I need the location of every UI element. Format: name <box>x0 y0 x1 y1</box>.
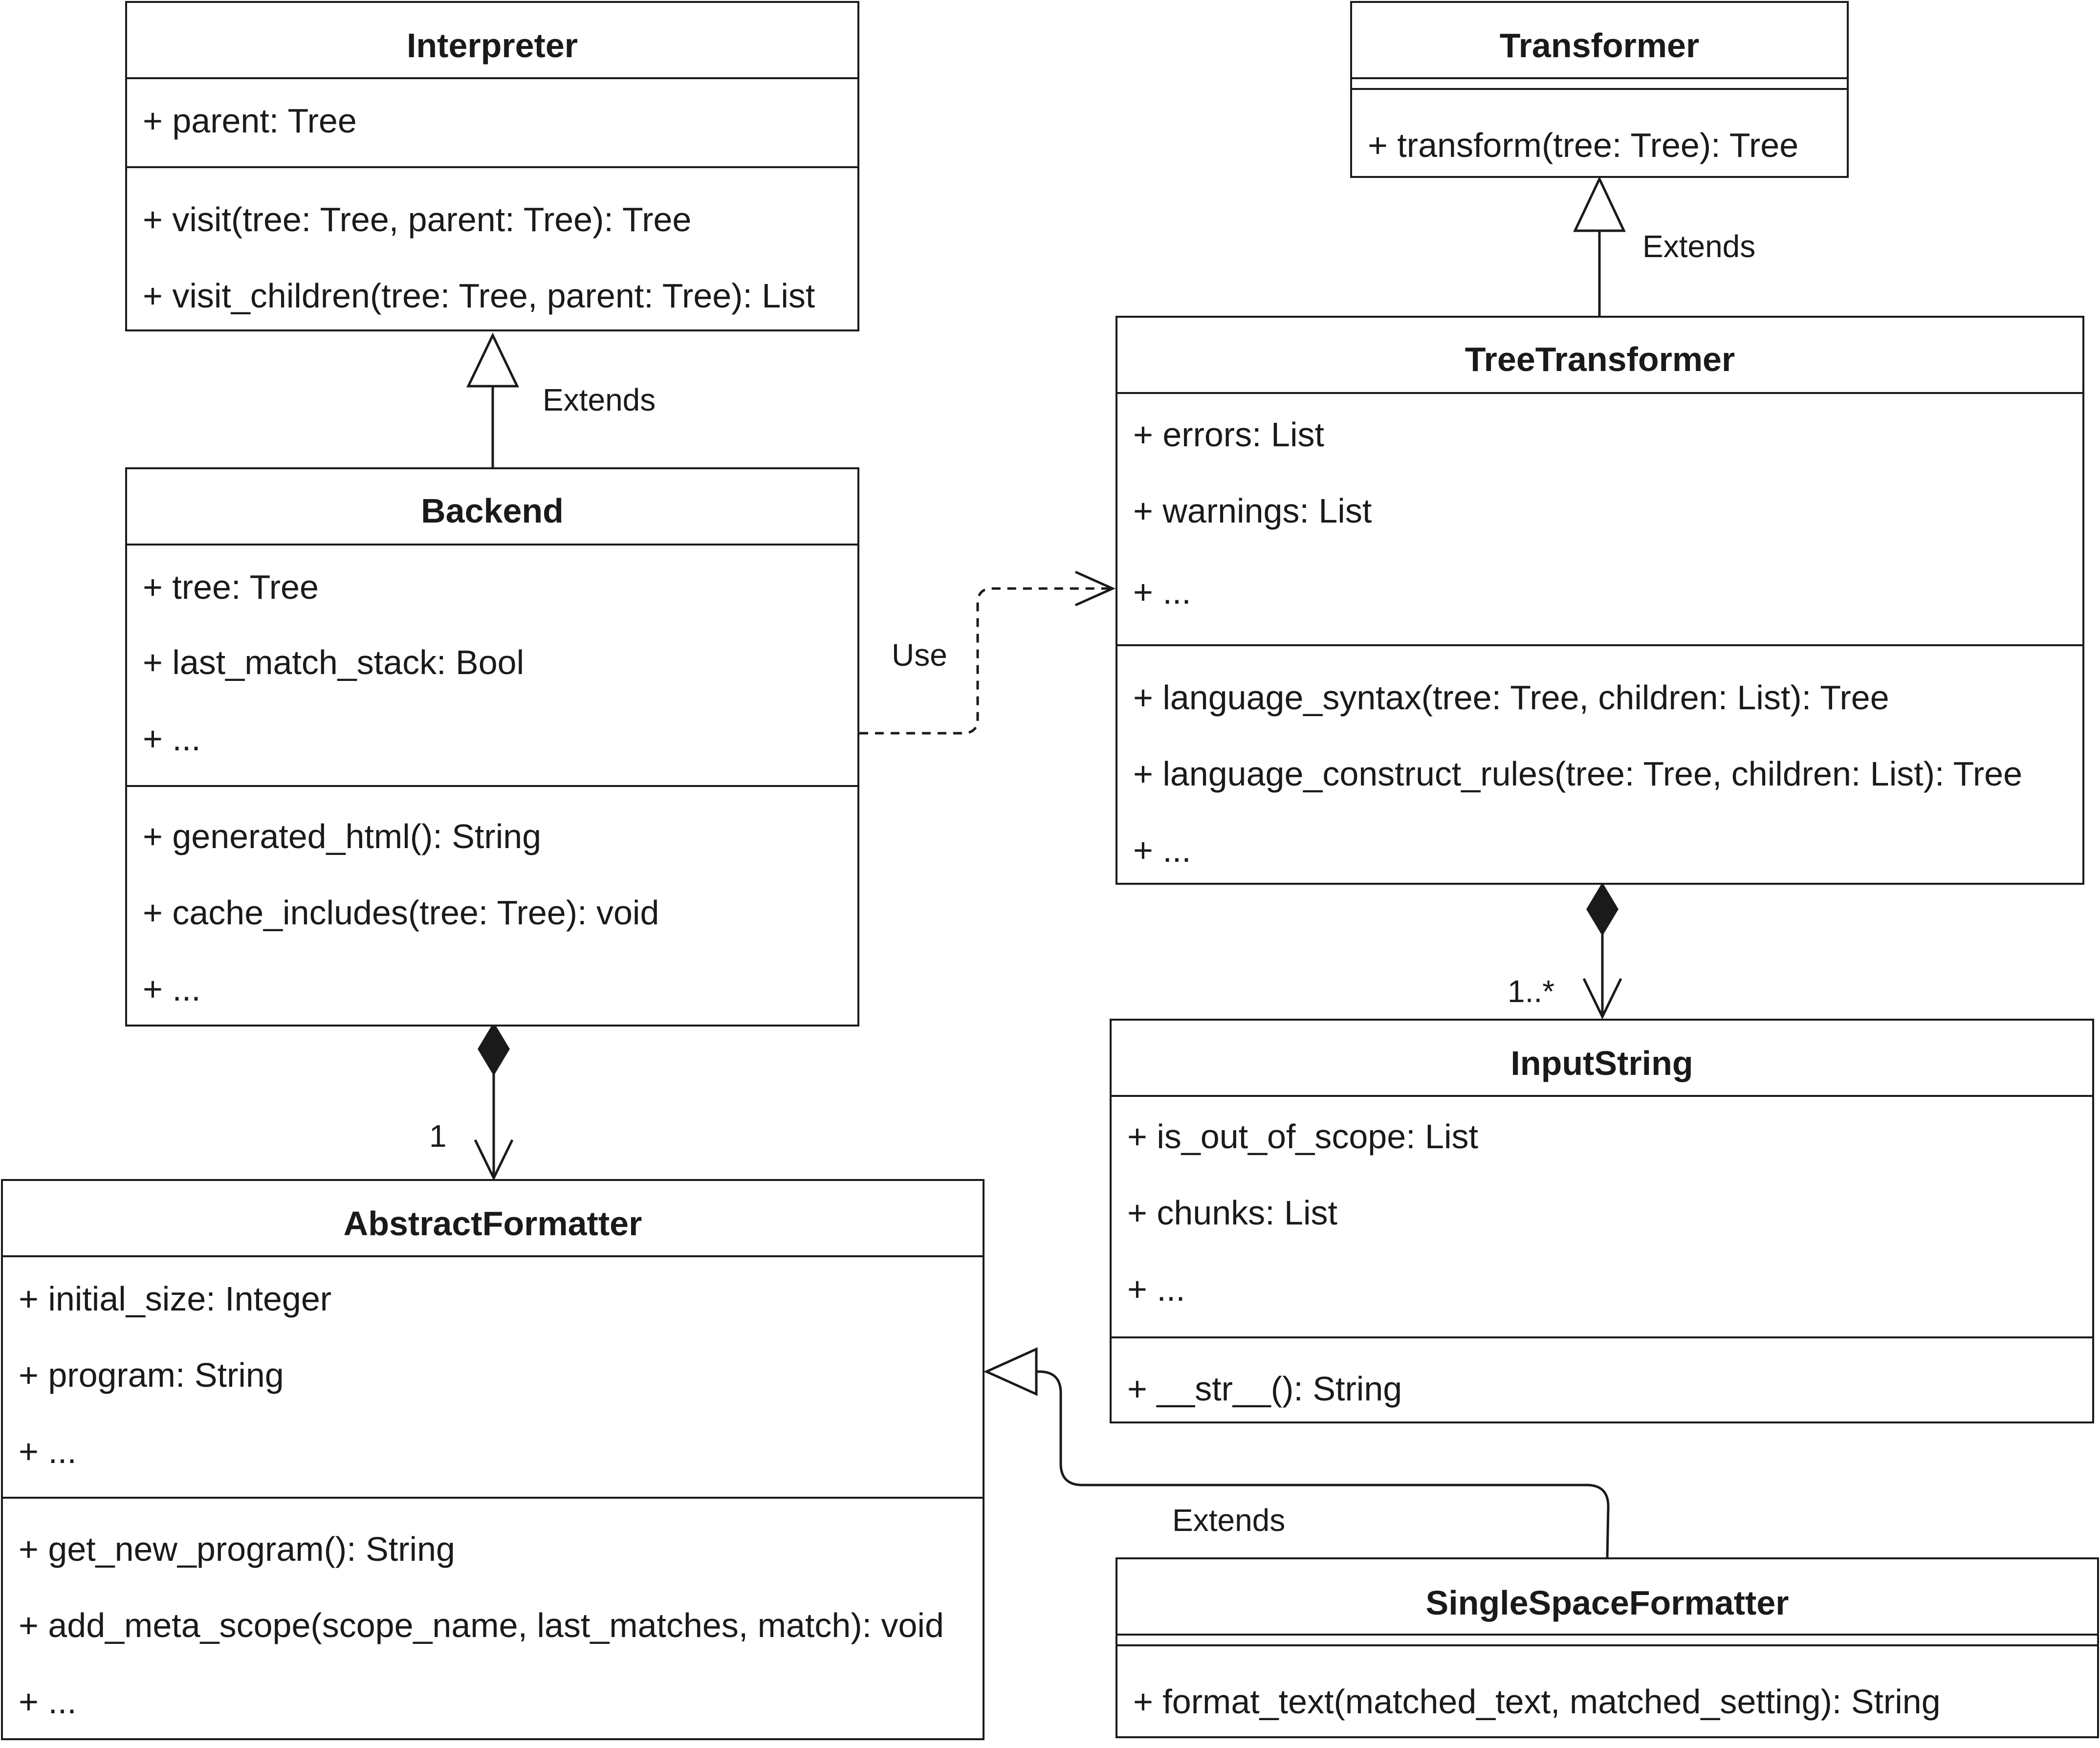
divider <box>127 785 857 787</box>
class-name: AbstractFormatter <box>343 1204 642 1243</box>
divider <box>1352 77 1847 79</box>
class-treetransformer: TreeTransformer + errors: List + warning… <box>1116 316 2084 885</box>
attribute: + ... <box>1127 1270 1185 1308</box>
divider <box>1117 1644 2097 1646</box>
composition-backend-formatter <box>474 1022 514 1181</box>
class-name: SingleSpaceFormatter <box>1425 1584 1789 1622</box>
attribute: + warnings: List <box>1133 492 1372 530</box>
divider <box>1117 644 2082 646</box>
class-singlespaceformatter: SingleSpaceFormatter + format_text(match… <box>1116 1557 2099 1738</box>
divider <box>1112 1336 2092 1338</box>
dependency-backend-treetransformer <box>859 570 1116 735</box>
method: + __str__(): String <box>1127 1370 1402 1408</box>
divider <box>1112 1095 2092 1097</box>
method: + ... <box>1133 831 1191 869</box>
method: + language_syntax(tree: Tree, children: … <box>1133 678 1889 717</box>
divider <box>1117 1634 2097 1636</box>
attribute: + ... <box>19 1432 77 1470</box>
divider <box>127 544 857 546</box>
class-interpreter: Interpreter + parent: Tree + visit(tree:… <box>125 1 859 331</box>
divider <box>3 1497 983 1499</box>
divider <box>127 166 857 168</box>
attribute: + last_match_stack: Bool <box>143 643 525 681</box>
attribute: + initial_size: Integer <box>19 1280 332 1318</box>
attribute: + chunks: List <box>1127 1194 1337 1232</box>
method: + ... <box>19 1682 77 1721</box>
class-name: Transformer <box>1499 26 1700 65</box>
attribute: + errors: List <box>1133 415 1324 454</box>
class-transformer: Transformer + transform(tree: Tree): Tre… <box>1350 1 1849 178</box>
method: + cache_includes(tree: Tree): void <box>143 894 659 932</box>
class-name: Interpreter <box>406 26 578 65</box>
divider <box>1117 392 2082 394</box>
extends-label-singlespace: Extends <box>1172 1503 1286 1538</box>
multiplicity-treetransformer-inputstring: 1..* <box>1508 974 1555 1009</box>
method: + add_meta_scope(scope_name, last_matche… <box>19 1606 944 1644</box>
generalization-singlespace-abstract <box>983 1347 1610 1558</box>
attribute: + parent: Tree <box>143 102 357 140</box>
attribute: + ... <box>1133 573 1191 611</box>
class-abstractformatter: AbstractFormatter + initial_size: Intege… <box>1 1179 984 1740</box>
method: + visit(tree: Tree, parent: Tree): Tree <box>143 200 692 239</box>
extends-label-backend: Extends <box>543 382 656 417</box>
method: + format_text(matched_text, matched_sett… <box>1133 1682 1941 1721</box>
attribute: + ... <box>143 720 201 758</box>
class-backend: Backend + tree: Tree + last_match_stack:… <box>125 467 859 1027</box>
method: + visit_children(tree: Tree, parent: Tre… <box>143 277 815 315</box>
method: + language_construct_rules(tree: Tree, c… <box>1133 755 2023 793</box>
generalization-treetransformer-transformer <box>1573 176 1626 316</box>
divider <box>127 77 857 79</box>
method: + get_new_program(): String <box>19 1530 455 1568</box>
composition-treetransformer-inputstring <box>1582 882 1622 1020</box>
divider <box>1352 88 1847 90</box>
class-name: InputString <box>1510 1044 1693 1082</box>
use-label: Use <box>892 637 947 673</box>
method: + generated_html(): String <box>143 817 542 855</box>
extends-label-treetransformer: Extends <box>1642 229 1756 264</box>
attribute: + tree: Tree <box>143 568 319 606</box>
method: + transform(tree: Tree): Tree <box>1368 126 1799 164</box>
class-inputstring: InputString + is_out_of_scope: List + ch… <box>1110 1019 2094 1423</box>
multiplicity-backend-formatter: 1 <box>429 1118 447 1154</box>
generalization-backend-interpreter <box>466 332 519 467</box>
attribute: + is_out_of_scope: List <box>1127 1117 1478 1156</box>
class-name: TreeTransformer <box>1465 340 1735 378</box>
divider <box>3 1255 983 1257</box>
attribute: + program: String <box>19 1356 284 1394</box>
method: + ... <box>143 970 201 1008</box>
class-name: Backend <box>421 492 564 530</box>
